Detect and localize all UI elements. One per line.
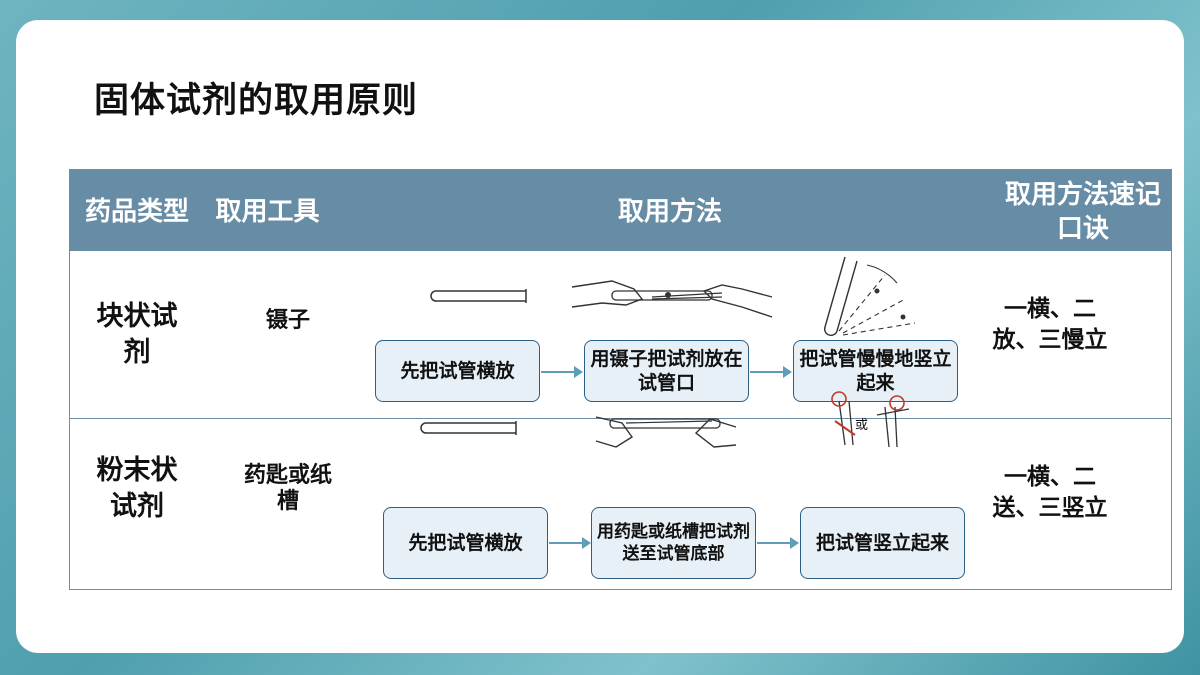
arrow-icon xyxy=(549,537,591,549)
step-box: 先把试管横放 xyxy=(375,340,540,402)
reagent-type: 块状试剂 xyxy=(96,300,178,368)
header-method: 取用方法 xyxy=(617,196,722,227)
tube-rising-icon xyxy=(823,256,916,337)
arrow-icon xyxy=(750,366,792,378)
reagent-type: 粉末状试剂 xyxy=(96,455,178,522)
arrow-icon xyxy=(757,537,799,549)
slide-card: 固体试剂的取用原则 药品类型 取用工具 取用方法 取用方法速记口诀 块状试剂 镊… xyxy=(16,20,1184,653)
paper-trough-icon: 或 xyxy=(831,391,910,448)
test-tube-icon xyxy=(420,421,517,435)
step-box: 先把试管横放 xyxy=(383,507,548,579)
table-header: 药品类型 取用工具 取用方法 取用方法速记口诀 xyxy=(70,170,1171,251)
page-title: 固体试剂的取用原则 xyxy=(94,81,419,121)
step-box: 用药匙或纸槽把试剂送至试管底部 xyxy=(591,507,756,579)
mnemonic-text: 一横、二送、三竖立 xyxy=(992,464,1108,521)
arrow-icon xyxy=(541,366,583,378)
or-label: 或 xyxy=(855,418,868,433)
header-tool: 取用工具 xyxy=(215,196,320,227)
header-mnemonic: 取用方法速记口诀 xyxy=(1004,179,1161,244)
header-type: 药品类型 xyxy=(84,196,189,227)
reagent-tool: 镊子 xyxy=(265,308,310,333)
tweezers-hands-icon xyxy=(571,280,773,318)
step-box: 用镊子把试剂放在试管口 xyxy=(584,340,749,402)
step-box: 把试管竖立起来 xyxy=(800,507,965,579)
table-row: 粉末状试剂 药匙或纸槽 或 先把试管横放 用药匙 xyxy=(70,391,1171,589)
spoon-hands-icon xyxy=(595,416,737,448)
mnemonic-text: 一横、二放、三慢立 xyxy=(992,296,1108,353)
table-row: 块状试剂 镊子 先把试管横放 用镊子把试剂放在试管口 xyxy=(70,251,1171,419)
reagent-tool: 药匙或纸槽 xyxy=(243,463,332,514)
step-box: 把试管慢慢地竖立起来 xyxy=(793,340,958,402)
reagent-table: 药品类型 取用工具 取用方法 取用方法速记口诀 块状试剂 镊子 xyxy=(69,169,1172,590)
test-tube-icon xyxy=(430,289,527,303)
